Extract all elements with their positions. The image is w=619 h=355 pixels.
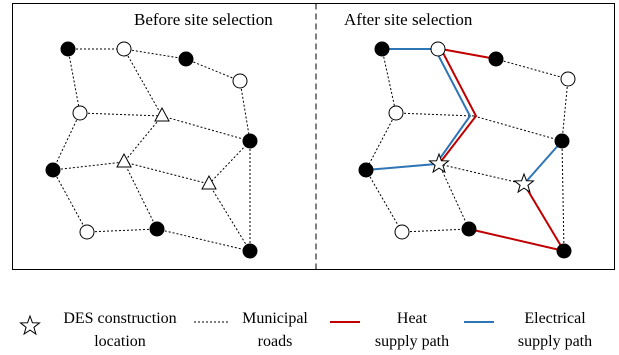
filled-node	[242, 133, 258, 149]
star-icon	[19, 314, 41, 336]
legend-heat: Heat supply path	[330, 310, 449, 350]
filled-node	[461, 221, 477, 237]
candidate-triangle	[154, 106, 170, 122]
filled-node	[556, 243, 572, 259]
before-nodes	[45, 41, 258, 259]
empty-node	[430, 41, 446, 57]
electrical-supply-path	[365, 48, 563, 185]
empty-node	[232, 73, 248, 89]
legend-des: DES construction location	[19, 310, 177, 350]
candidate-triangle	[201, 174, 217, 190]
after-nodes	[358, 41, 576, 259]
legend-heat-label-line1: Heat	[397, 310, 428, 327]
filled-node	[488, 51, 504, 67]
empty-node	[116, 41, 132, 57]
legend-des-label-line2: location	[94, 333, 146, 350]
filled-node	[149, 221, 165, 237]
des-site-star-icon	[428, 152, 450, 174]
empty-node	[72, 105, 88, 121]
filled-node	[60, 41, 76, 57]
filled-node	[178, 51, 194, 67]
des-site-star-icon	[513, 172, 535, 194]
legend-roads: Municipal roads	[194, 310, 308, 350]
filled-node	[374, 41, 390, 57]
legend-electrical-label-line1: Electrical	[524, 310, 586, 327]
filled-node	[242, 243, 258, 259]
empty-node	[560, 71, 576, 87]
before-panel	[45, 41, 258, 259]
after-panel-title: After site selection	[344, 10, 473, 29]
empty-node	[79, 224, 95, 240]
after-roads	[365, 48, 569, 252]
before-panel-title: Before site selection	[134, 10, 273, 29]
figure-frame	[12, 3, 615, 270]
after-panel	[358, 41, 576, 259]
filled-node	[45, 162, 61, 178]
legend-heat-label-line2: supply path	[375, 333, 449, 350]
heat-supply-path	[438, 47, 567, 253]
filled-node	[358, 162, 374, 178]
candidate-triangle	[116, 152, 132, 168]
legend-des-label-line1: DES construction	[63, 310, 176, 327]
before-roads	[52, 48, 251, 252]
filled-node	[554, 133, 570, 149]
empty-node	[388, 105, 404, 121]
legend: DES construction location Municipal road…	[19, 310, 592, 350]
empty-node	[394, 224, 410, 240]
legend-electrical: Electrical supply path	[464, 310, 592, 350]
legend-electrical-label-line2: supply path	[518, 333, 592, 350]
legend-roads-label-line1: Municipal	[242, 310, 308, 327]
legend-roads-label-line2: roads	[258, 333, 293, 350]
